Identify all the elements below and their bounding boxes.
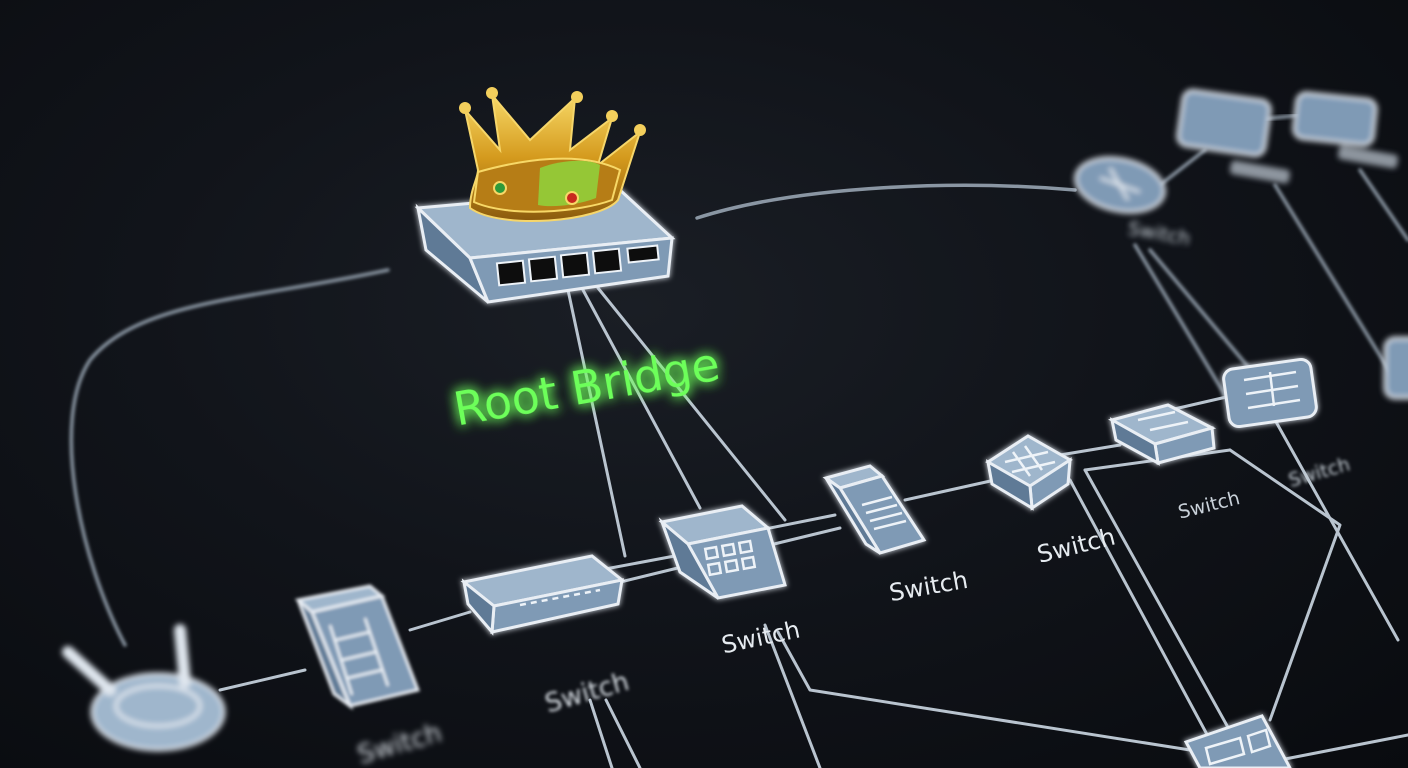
switch-center[interactable]: [658, 504, 787, 600]
router-antenna-left: [62, 646, 116, 696]
link-tr-2: [1148, 248, 1257, 377]
switch-lower-left-ports: [519, 588, 601, 607]
switch-mid-line-3: [869, 511, 903, 523]
link-left-chain-2: [408, 610, 472, 632]
switch-lower-left[interactable]: [460, 554, 626, 636]
switch-right-hash: [1004, 445, 1056, 477]
switch-right-side: [985, 459, 1034, 511]
switch-far-right[interactable]: [1108, 403, 1217, 466]
link-chain-f: [1058, 443, 1122, 457]
link-chain-a: [598, 553, 682, 572]
blurred-label-a: [1229, 160, 1291, 184]
link-chain-e: [903, 478, 997, 502]
switch-lower-left-side: [461, 578, 496, 636]
switch-edge-right[interactable]: [1222, 357, 1318, 429]
switch-center-grid: [703, 539, 757, 577]
switch-mid-line-4: [873, 519, 907, 531]
switch-edge-right-body: [1222, 357, 1318, 429]
link-bottom-right: [1278, 733, 1408, 762]
switch-mid-line-2: [865, 503, 898, 515]
switch-bottom-right[interactable]: [1183, 714, 1292, 768]
switch-far-right-lines: [1137, 410, 1189, 432]
link-tr-5: [1273, 183, 1397, 382]
link-down-3: [588, 698, 614, 768]
link-chain-d: [768, 526, 842, 547]
switch-bottom-left-ladder: [328, 617, 390, 696]
link-chain-g: [1168, 393, 1237, 412]
switch-far-right-label: Switch: [1176, 487, 1242, 524]
links: [69, 113, 1408, 768]
switch-right[interactable]: [985, 434, 1073, 511]
link-right-box-1: [1083, 468, 1237, 742]
router-icon[interactable]: [62, 624, 226, 752]
link-right-box-5: [1068, 478, 1212, 742]
switch-bottom-left-side: [296, 598, 354, 711]
switch-mid-side: [824, 476, 882, 555]
router-top-right-glyph: [1099, 167, 1141, 201]
top-right-cluster: Switch: [1074, 88, 1408, 400]
link-right-box-3: [1228, 448, 1342, 722]
switch-lower-left-label: Switch: [542, 667, 633, 720]
link-down-4: [604, 698, 642, 768]
link-down-1: [763, 623, 822, 768]
switch-bottom-right-body: [1183, 714, 1292, 768]
switch-mid-line-1: [861, 495, 893, 507]
link-root-2: [581, 288, 702, 510]
switch-mid[interactable]: [822, 464, 927, 555]
link-chain-c: [758, 513, 837, 532]
switch-center-side: [658, 517, 720, 600]
switch-bottom-right-grid: [1204, 728, 1272, 766]
switch-top-right-a: [1176, 88, 1272, 158]
switch-right-label: Switch: [1034, 522, 1118, 568]
root-bridge-label: Root Bridge: [450, 337, 724, 437]
link-right-box-4: [1273, 418, 1400, 642]
switch-edge-partial: [1383, 336, 1408, 400]
switch-bottom-left-label: Switch: [354, 718, 445, 768]
switch-far-right-side: [1109, 417, 1160, 466]
switch-edge-right-grid: [1243, 370, 1301, 410]
blurred-label-b: [1337, 145, 1399, 169]
link-root-3: [596, 286, 787, 522]
root-switch-ports: [495, 244, 660, 287]
link-left-arc: [69, 268, 390, 647]
switch-mid-label: Switch: [887, 566, 970, 607]
crown-icon: [459, 87, 646, 222]
link-tr-1: [1133, 243, 1242, 422]
switch-top-right-b: [1292, 91, 1378, 147]
link-root-1: [566, 288, 627, 558]
link-left-chain-1: [218, 668, 307, 692]
link-top-arc: [695, 183, 1077, 220]
router-ring: [114, 684, 202, 728]
link-tr-3: [1158, 148, 1207, 187]
router-antenna-right: [174, 624, 191, 688]
link-down-2: [776, 630, 1192, 752]
link-tr-6: [1358, 168, 1408, 242]
switch-bottom-left[interactable]: [294, 584, 421, 711]
